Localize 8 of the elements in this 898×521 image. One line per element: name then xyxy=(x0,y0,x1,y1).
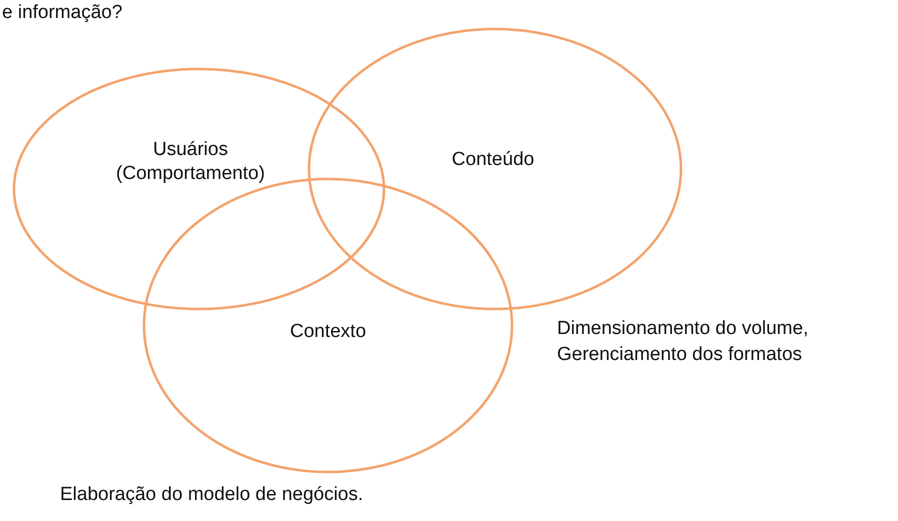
circle-label: Conteúdo xyxy=(450,148,536,172)
circle-label: Usuários (Comportamento) xyxy=(115,138,266,186)
venn-circle xyxy=(13,68,385,310)
circle-label: Contexto xyxy=(288,320,368,344)
venn-circle xyxy=(308,28,682,310)
note-text: e informação? xyxy=(2,1,124,25)
note-text: Dimensionamento do volume, Gerenciamento dos formatos xyxy=(557,317,810,367)
note-text: Elaboração do modelo de negócios. xyxy=(60,483,364,507)
